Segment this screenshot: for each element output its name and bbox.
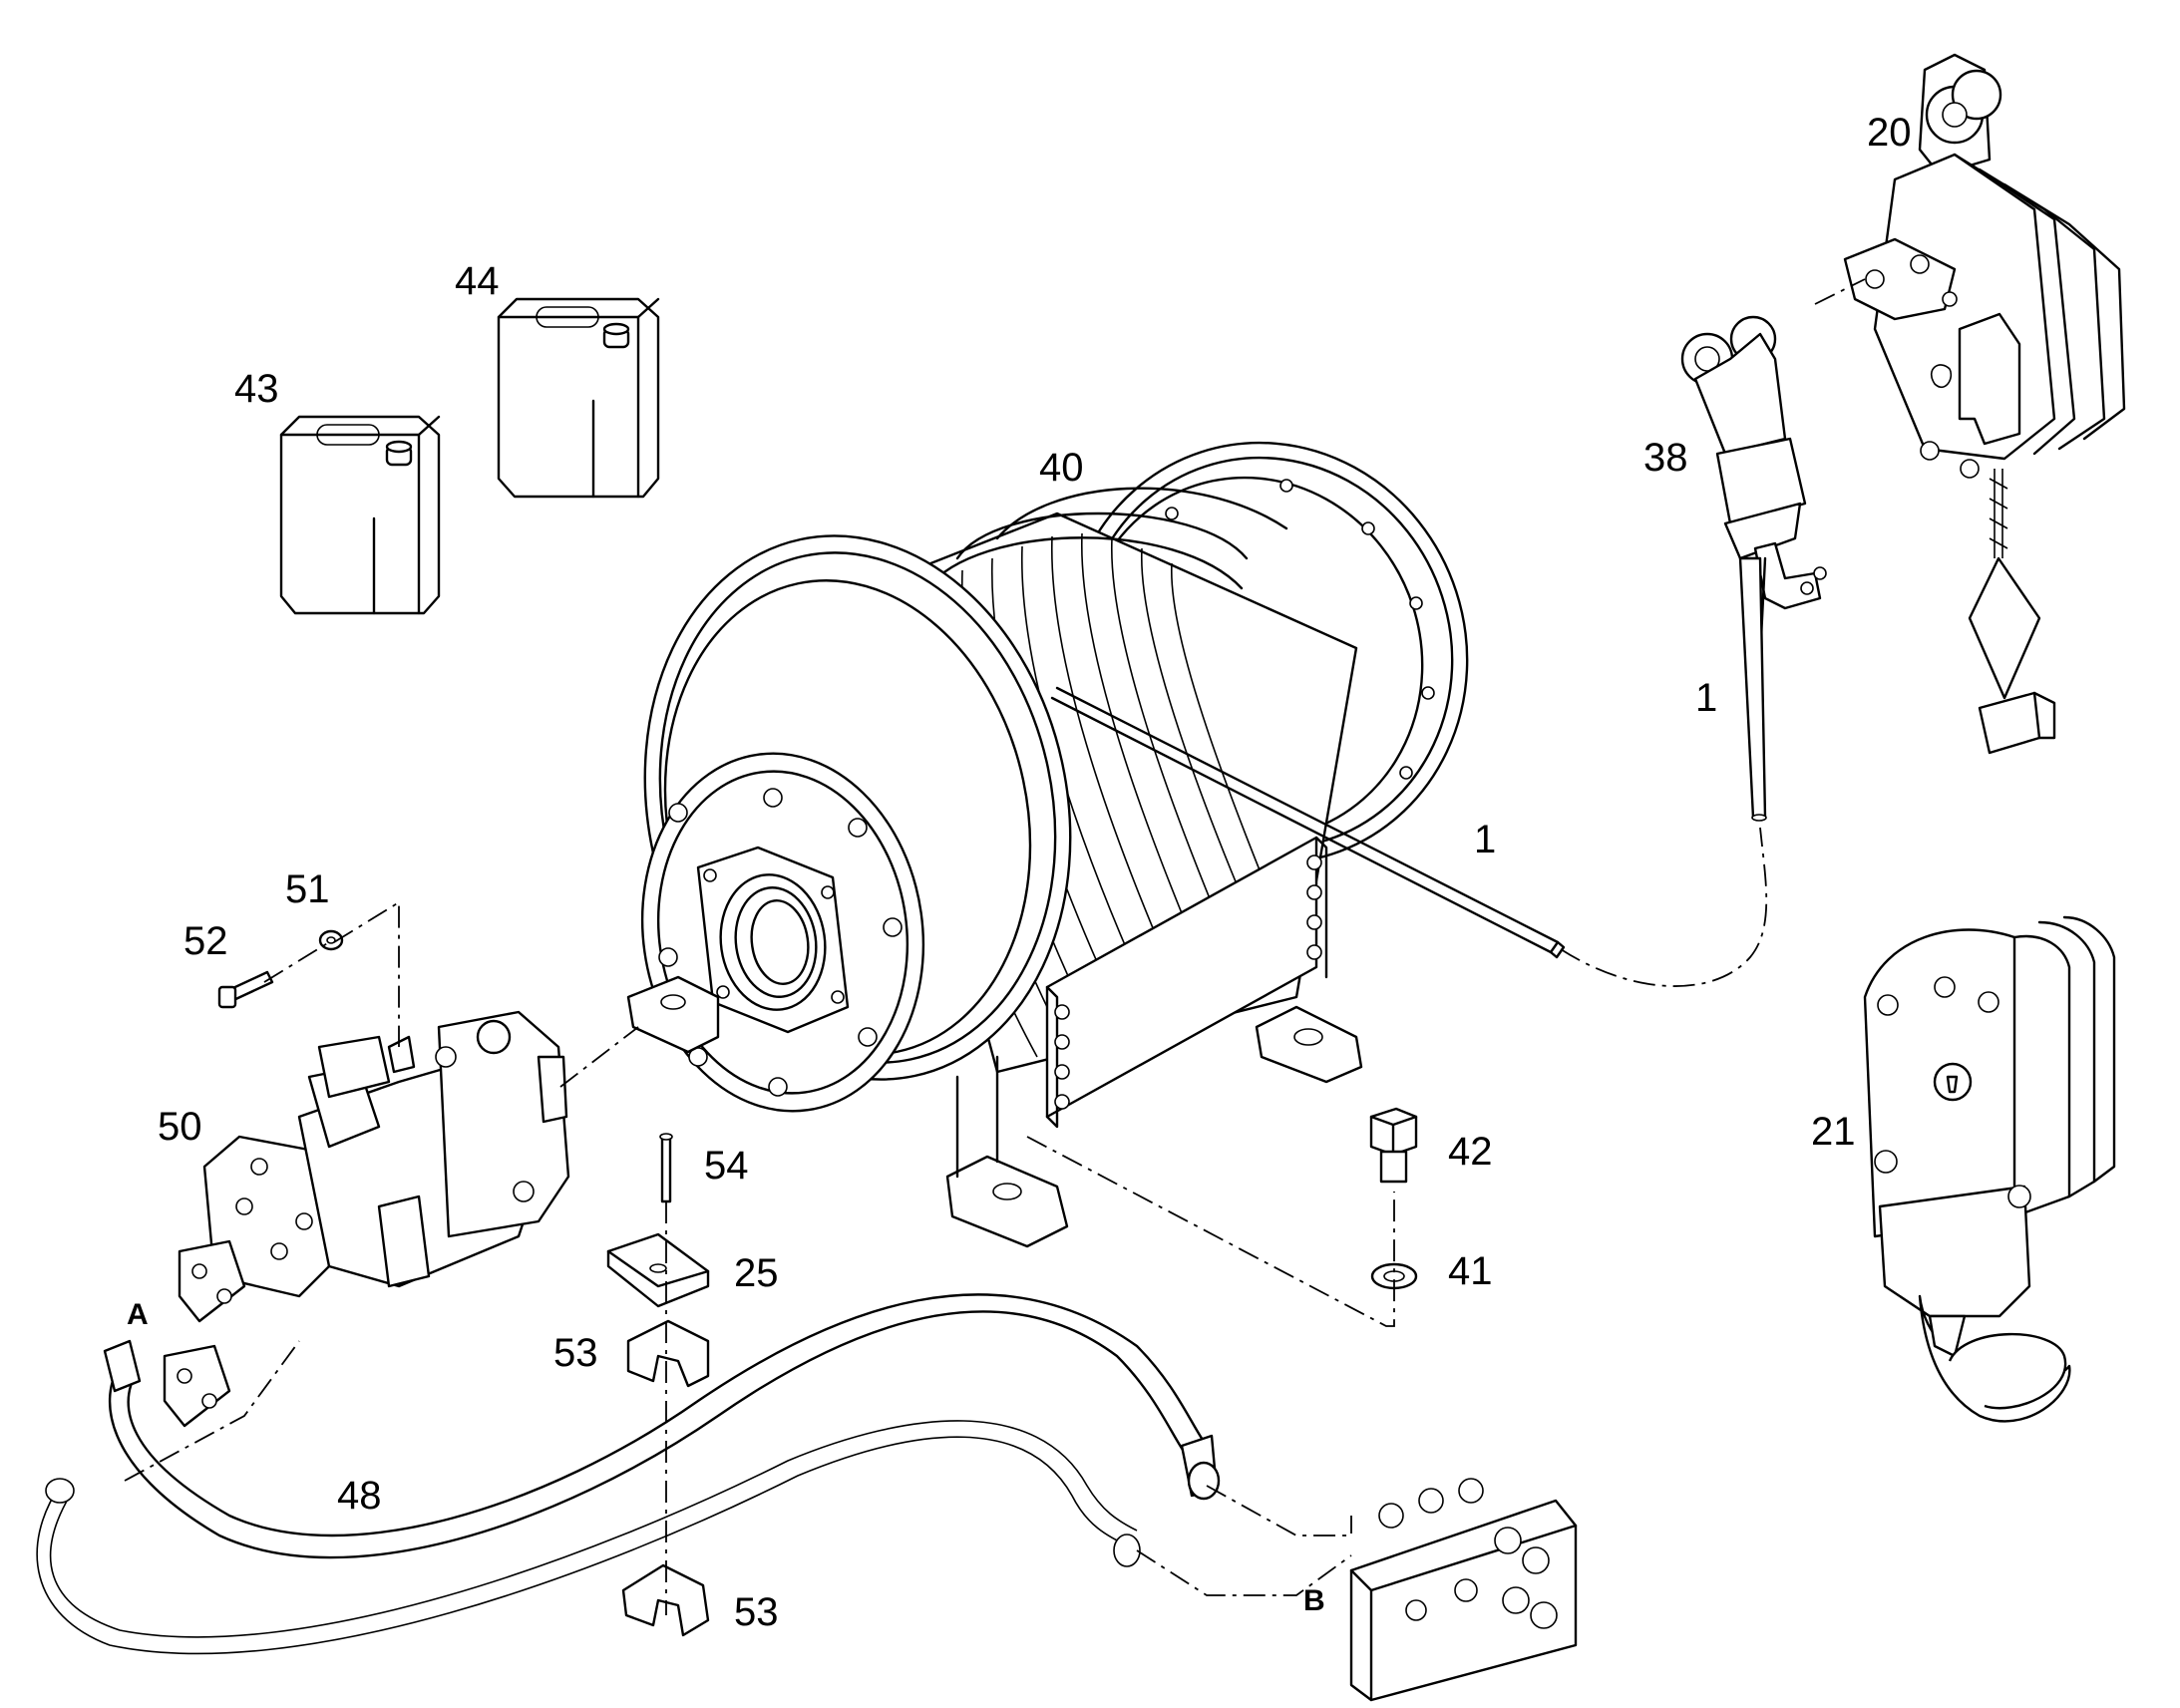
label-43: 43 [234, 367, 279, 411]
label-41: 41 [1448, 1249, 1493, 1293]
label-50: 50 [158, 1105, 202, 1149]
label-48: 48 [337, 1474, 382, 1518]
label-53-lower: 53 [734, 1590, 779, 1634]
label-52: 52 [183, 919, 228, 963]
label-25: 25 [734, 1251, 779, 1295]
hook-block-21 [1863, 915, 2116, 1423]
canister-44 [497, 297, 660, 499]
label-1-upper: 1 [1695, 676, 1717, 720]
label-53-upper: 53 [553, 1331, 598, 1375]
flange-halves [163, 1239, 246, 1428]
bolt-52 [217, 970, 274, 1009]
bolt-42 [1369, 1107, 1418, 1184]
rope-1 [1050, 686, 1768, 987]
label-21: 21 [1811, 1110, 1856, 1154]
label-51: 51 [285, 867, 330, 911]
label-A: A [127, 1298, 149, 1331]
part-labels: 43 44 40 20 38 1 1 51 52 50 54 25 53 53 … [127, 111, 1912, 1634]
wedge-socket-38 [1680, 315, 1827, 822]
label-1-rope: 1 [1474, 818, 1496, 861]
hose-48 [36, 1293, 1221, 1655]
hydraulic-motor-50 [202, 1010, 570, 1298]
leader-lines [124, 278, 1866, 1615]
label-20: 20 [1867, 111, 1912, 155]
bolt-54 [659, 1133, 673, 1203]
plate-25 [606, 1232, 710, 1308]
label-38: 38 [1643, 436, 1688, 480]
label-40: 40 [1039, 446, 1084, 490]
winch-drum-40 [626, 441, 1469, 1248]
label-54: 54 [704, 1144, 749, 1188]
canister-43 [279, 415, 441, 615]
label-44: 44 [455, 259, 500, 303]
clamp-53-upper [626, 1319, 710, 1388]
label-42: 42 [1448, 1130, 1493, 1174]
label-B: B [1303, 1584, 1325, 1617]
valve-block [1349, 1478, 1578, 1702]
hook-block-20 [1843, 53, 2126, 755]
